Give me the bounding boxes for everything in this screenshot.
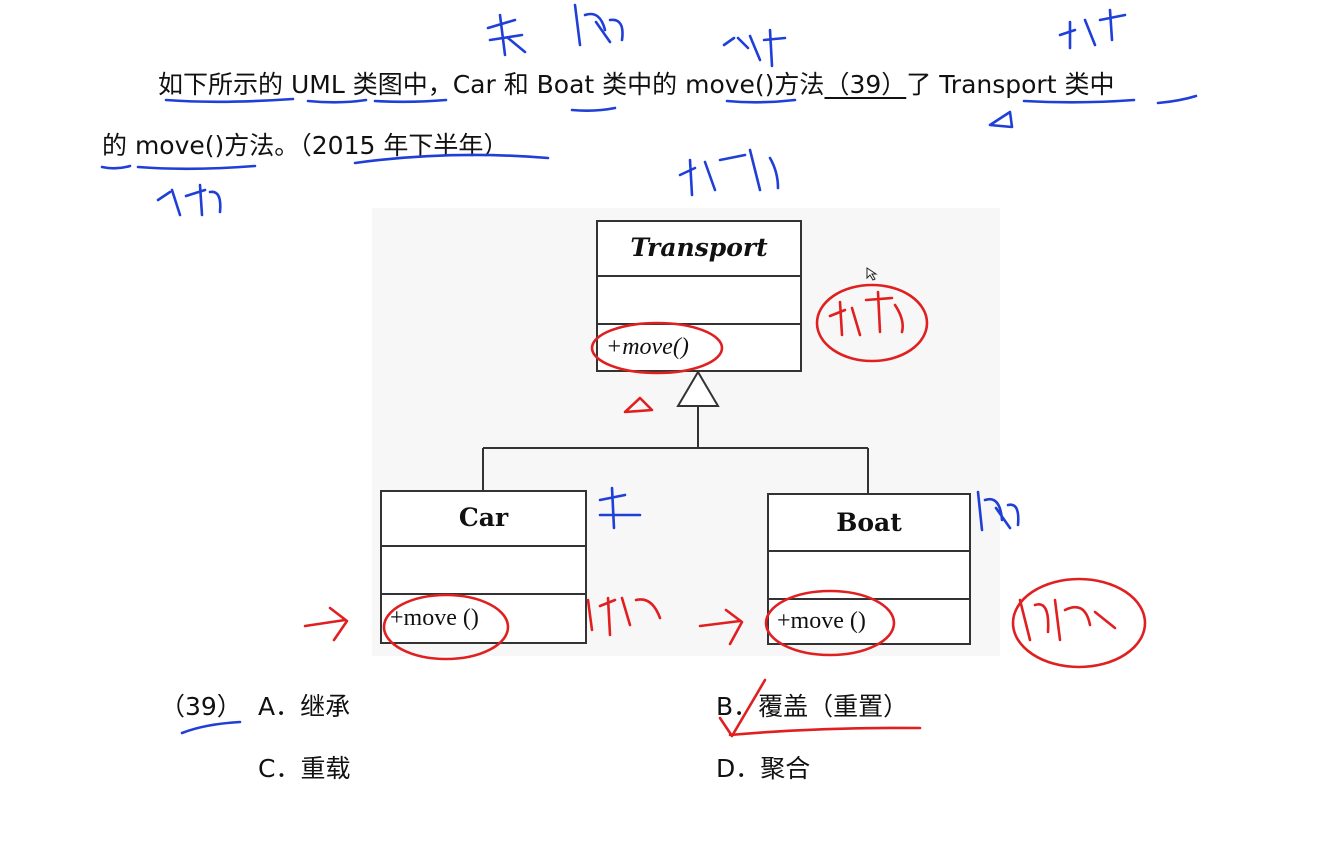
- answer-blank: （39）: [824, 70, 907, 99]
- generalization-arrow-icon: [676, 370, 720, 407]
- class-name-car: Car: [458, 503, 509, 532]
- uml-class-diagram: Transport +move() Car +move () Boat +mov…: [372, 208, 1000, 656]
- option-d[interactable]: D．聚合: [716, 754, 811, 783]
- question-line-1: 如下所示的 UML 类图中，Car 和 Boat 类中的 move()方法 （3…: [158, 70, 1114, 100]
- inheritance-connectors: [482, 370, 869, 493]
- option-c[interactable]: C．重载: [258, 754, 351, 783]
- question-text-part-2: 了 Transport 类中: [906, 70, 1115, 99]
- class-name-boat: Boat: [836, 508, 902, 537]
- option-a[interactable]: A．继承: [258, 692, 351, 721]
- question-text-part-1: 如下所示的 UML 类图中，Car 和 Boat 类中的 move()方法: [158, 70, 825, 99]
- option-number: （39）: [160, 692, 242, 721]
- question-line-2: 的 move()方法。（2015 年下半年）: [102, 131, 509, 160]
- class-name-transport: Transport: [630, 233, 768, 262]
- option-b[interactable]: B．覆盖（重置）: [716, 692, 909, 721]
